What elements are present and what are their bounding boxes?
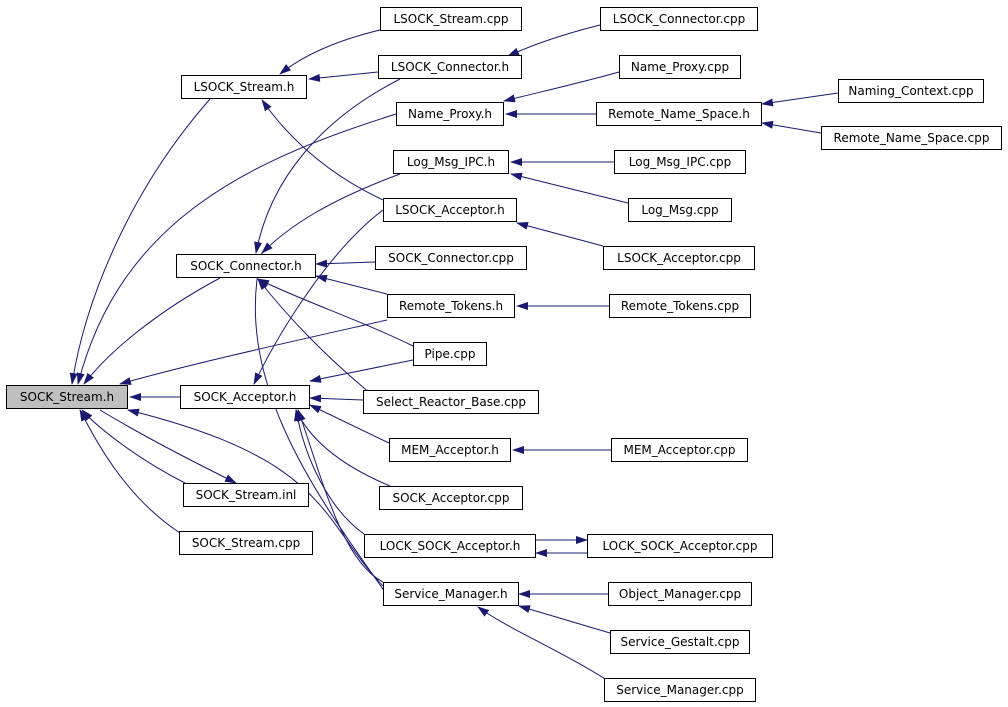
- edge-lsock-connector-cpp-to-lsock-connector-h: [507, 24, 601, 57]
- edge-lsock-connector-h-to-sock-connector-h: [254, 78, 401, 254]
- node-remote-tokens-h[interactable]: Remote_Tokens.h: [387, 294, 515, 318]
- edge-naming-context-cpp-to-remote-name-space-h: [761, 92, 839, 107]
- edge-layer: [69, 24, 839, 683]
- edge-log-msg-ipc-h-to-sock-connector-h: [261, 173, 401, 254]
- node-lsock-stream-h[interactable]: LSOCK_Stream.h: [181, 75, 307, 99]
- node-name-proxy-h[interactable]: Name_Proxy.h: [396, 102, 504, 126]
- edge-lsock-acceptor-h-to-sock-acceptor-h: [253, 209, 384, 385]
- node-lsock-acceptor-h[interactable]: LSOCK_Acceptor.h: [383, 198, 517, 222]
- edge-sock-connector-cpp-to-sock-connector-h: [315, 259, 376, 268]
- node-service-manager-h[interactable]: Service_Manager.h: [383, 582, 519, 606]
- node-sock-connector-cpp[interactable]: SOCK_Connector.cpp: [375, 246, 527, 270]
- edge-lsock-acceptor-h-to-lsock-stream-h: [261, 99, 384, 201]
- edge-select-reactor-base-cpp-to-sock-connector-h: [257, 278, 371, 394]
- edge-mem-acceptor-h-to-sock-acceptor-h: [309, 404, 390, 444]
- node-name-proxy-cpp[interactable]: Name_Proxy.cpp: [619, 55, 741, 79]
- node-sock-stream-cpp[interactable]: SOCK_Stream.cpp: [179, 531, 313, 555]
- edge-lsock-stream-cpp-to-lsock-stream-h: [279, 29, 381, 75]
- edge-sock-stream-h-to-sock-stream-inl: [99, 409, 237, 484]
- node-sock-acceptor-h[interactable]: SOCK_Acceptor.h: [180, 385, 310, 409]
- edge-sock-stream-cpp-to-sock-stream-h: [79, 409, 181, 534]
- node-remote-name-space-cpp[interactable]: Remote_Name_Space.cpp: [821, 126, 1002, 150]
- node-log-msg-cpp[interactable]: Log_Msg.cpp: [628, 198, 732, 222]
- node-service-gestalt-cpp[interactable]: Service_Gestalt.cpp: [610, 630, 750, 654]
- node-sock-acceptor-cpp[interactable]: SOCK_Acceptor.cpp: [379, 486, 523, 510]
- edge-remote-name-space-cpp-to-remote-name-space-h: [761, 120, 822, 134]
- edge-remote-tokens-h-to-sock-connector-h: [315, 274, 388, 295]
- node-sock-stream-h[interactable]: SOCK_Stream.h: [6, 385, 128, 409]
- node-lsock-stream-cpp[interactable]: LSOCK_Stream.cpp: [380, 7, 522, 31]
- node-log-msg-ipc-h[interactable]: Log_Msg_IPC.h: [393, 150, 509, 174]
- edge-lock-sock-acceptor-h-to-sock-acceptor-h: [294, 409, 365, 535]
- edge-service-manager-h-to-sock-acceptor-h: [297, 409, 384, 583]
- edge-lsock-acceptor-cpp-to-lsock-acceptor-h: [516, 221, 604, 247]
- node-log-msg-ipc-cpp[interactable]: Log_Msg_IPC.cpp: [614, 150, 746, 174]
- edge-service-manager-h-to-sock-connector-h: [254, 252, 386, 593]
- node-sock-connector-h[interactable]: SOCK_Connector.h: [176, 254, 316, 278]
- node-remote-name-space-h[interactable]: Remote_Name_Space.h: [596, 102, 762, 126]
- node-service-manager-cpp[interactable]: Service_Manager.cpp: [604, 678, 756, 702]
- edge-log-msg-cpp-to-log-msg-ipc-h: [510, 172, 629, 204]
- node-object-manager-cpp[interactable]: Object_Manager.cpp: [608, 582, 752, 606]
- node-pipe-cpp[interactable]: Pipe.cpp: [413, 342, 487, 366]
- node-mem-acceptor-h[interactable]: MEM_Acceptor.h: [389, 438, 511, 462]
- node-remote-tokens-cpp[interactable]: Remote_Tokens.cpp: [609, 294, 751, 318]
- edge-lsock-stream-h-to-sock-stream-h: [69, 98, 211, 385]
- node-lsock-connector-cpp[interactable]: LSOCK_Connector.cpp: [600, 7, 758, 31]
- edge-select-reactor-base-cpp-to-sock-acceptor-h: [309, 394, 364, 403]
- edge-name-proxy-h-to-sock-stream-h: [76, 113, 397, 385]
- node-mem-acceptor-cpp[interactable]: MEM_Acceptor.cpp: [611, 438, 748, 462]
- node-naming-context-cpp[interactable]: Naming_Context.cpp: [838, 79, 984, 103]
- edge-lsock-connector-h-to-lsock-stream-h: [308, 71, 379, 82]
- edge-remote-tokens-h-to-sock-stream-h: [119, 319, 388, 385]
- node-select-reactor-base-cpp[interactable]: Select_Reactor_Base.cpp: [363, 390, 539, 414]
- node-lock-sock-acceptor-cpp[interactable]: LOCK_SOCK_Acceptor.cpp: [587, 534, 773, 558]
- edge-service-gestalt-cpp-to-service-manager-h: [518, 605, 611, 634]
- node-lsock-connector-h[interactable]: LSOCK_Connector.h: [378, 55, 522, 79]
- edge-pipe-cpp-to-sock-connector-h: [257, 278, 414, 347]
- node-sock-stream-inl[interactable]: SOCK_Stream.inl: [183, 483, 309, 507]
- edge-pipe-cpp-to-sock-acceptor-h: [309, 359, 414, 383]
- edge-sock-stream-inl-to-sock-stream-h: [81, 409, 186, 484]
- edge-name-proxy-cpp-to-name-proxy-h: [503, 71, 620, 103]
- edge-service-manager-cpp-to-service-manager-h: [477, 606, 611, 683]
- node-lsock-acceptor-cpp[interactable]: LSOCK_Acceptor.cpp: [603, 246, 755, 270]
- node-lock-sock-acceptor-h[interactable]: LOCK_SOCK_Acceptor.h: [364, 534, 536, 558]
- edge-sock-connector-h-to-sock-stream-h: [83, 277, 221, 385]
